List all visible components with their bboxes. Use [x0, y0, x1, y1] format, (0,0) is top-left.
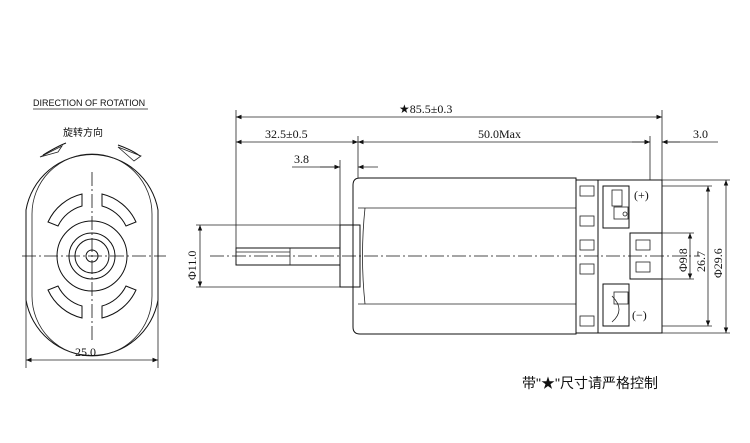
terminal-top-body — [602, 185, 630, 229]
cap-slot-2 — [579, 215, 595, 227]
housing-inner-outline — [31, 153, 153, 357]
boss-length-label: 3.8 — [294, 152, 309, 166]
shaft — [235, 247, 341, 266]
tolerance-note: 带"★"尺寸请严格控制 — [522, 375, 658, 391]
vent-slot-br — [101, 285, 137, 319]
vent-slot-tr — [101, 193, 137, 227]
vent-slot-bl — [47, 285, 83, 319]
direction-title: DIRECTION OF ROTATION — [33, 98, 145, 108]
cap-slot-4 — [579, 263, 595, 275]
terminal-offset-label: 3.0 — [693, 127, 708, 141]
end-cap — [575, 179, 599, 334]
terminal-top-clip — [613, 206, 629, 220]
rotation-cn-label: 旋转方向 — [63, 126, 103, 139]
width-label: 25.0 — [75, 345, 96, 359]
height-label: 26.7 — [694, 251, 708, 272]
arrow-head-right-icon — [117, 146, 142, 162]
minus-terminal-label: (−) — [632, 308, 647, 322]
terminal-bottom-lead — [611, 295, 620, 323]
vent-slot-tl — [47, 193, 83, 227]
side-view: (+) (−) ★85.5±0.3 32.5±0.5 50.0Max 3.0 3… — [185, 102, 730, 335]
terminal-top-hole — [622, 211, 628, 217]
total-length-label: ★85.5±0.3 — [399, 102, 452, 116]
plus-terminal-label: (+) — [634, 188, 649, 202]
shaft-dia-label: Φ11.0 — [185, 251, 199, 280]
arrow-head-left-icon — [39, 144, 64, 158]
terminal-bottom-body — [602, 283, 630, 327]
body-length-label: 50.0Max — [478, 127, 521, 141]
cap-slot-5 — [579, 315, 595, 327]
shaft-length-label: 32.5±0.5 — [265, 127, 308, 141]
dia98-label: Φ9.8 — [676, 248, 690, 272]
rear-boss-slot-1 — [635, 239, 651, 251]
rear-boss-slot-2 — [635, 261, 651, 273]
front-view: DIRECTION OF ROTATION 旋转方向 25.0 — [22, 98, 166, 368]
terminal-bottom-clip — [613, 291, 629, 305]
terminal-top-tab — [611, 189, 623, 207]
cap-slot-3 — [579, 239, 595, 251]
cap-slot-1 — [579, 185, 595, 197]
motor-can — [352, 177, 577, 335]
can-curve — [362, 207, 366, 305]
rotation-arrow-left — [42, 142, 67, 156]
body-dia-label: Φ29.6 — [711, 248, 725, 278]
